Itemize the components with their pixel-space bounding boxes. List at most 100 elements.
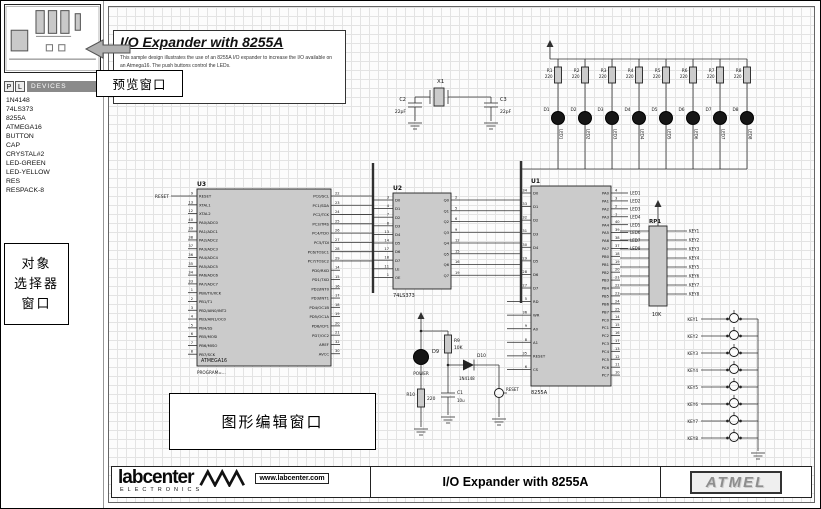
svg-text:LE: LE — [395, 266, 400, 271]
svg-text:4: 4 — [387, 204, 390, 208]
svg-text:27: 27 — [335, 238, 340, 242]
svg-text:Q4: Q4 — [444, 241, 450, 246]
svg-text:PC1/SDA: PC1/SDA — [312, 203, 329, 208]
svg-text:19: 19 — [335, 312, 340, 316]
pick-device-button[interactable]: P — [4, 81, 14, 92]
svg-text:RESET: RESET — [199, 194, 212, 199]
svg-text:PB0/T0/XCK: PB0/T0/XCK — [199, 290, 222, 295]
svg-text:9: 9 — [525, 324, 528, 328]
callout-arrow-icon — [84, 39, 131, 59]
svg-text:D8: D8 — [732, 107, 738, 113]
svg-text:PC1: PC1 — [602, 325, 610, 330]
svg-text:1: 1 — [387, 273, 389, 277]
svg-text:10u: 10u — [457, 398, 465, 403]
device-list-item[interactable]: RES — [6, 178, 20, 185]
svg-text:3: 3 — [615, 196, 617, 200]
library-button[interactable]: L — [15, 81, 25, 92]
svg-text:LED2: LED2 — [630, 199, 641, 204]
svg-text:PC2: PC2 — [602, 333, 610, 338]
svg-text:XTAL2: XTAL2 — [199, 211, 211, 216]
svg-text:PD7/OC2: PD7/OC2 — [312, 333, 330, 338]
svg-text:2: 2 — [455, 196, 457, 200]
svg-text:D6: D6 — [533, 272, 539, 277]
svg-text:OE: OE — [395, 275, 401, 280]
svg-text:PC3: PC3 — [602, 341, 610, 346]
svg-text:RESET: RESET — [155, 194, 169, 200]
svg-text:D1: D1 — [543, 107, 549, 113]
svg-text:PB6/MISO: PB6/MISO — [199, 343, 217, 348]
labcenter-logo: labcenter — [118, 467, 194, 488]
svg-text:2: 2 — [615, 204, 617, 208]
svg-text:220: 220 — [626, 74, 634, 79]
svg-text:AREF: AREF — [319, 342, 329, 347]
svg-text:RESET: RESET — [506, 387, 519, 392]
svg-text:6: 6 — [525, 365, 528, 369]
svg-text:8: 8 — [387, 221, 390, 225]
svg-text:19: 19 — [615, 260, 620, 264]
svg-text:LED6: LED6 — [630, 230, 641, 235]
svg-text:KEY2: KEY2 — [687, 334, 698, 339]
svg-text:X1: X1 — [437, 79, 444, 85]
device-list-item[interactable]: CAP — [6, 142, 20, 149]
svg-text:36: 36 — [188, 253, 193, 257]
svg-text:220: 220 — [599, 74, 607, 79]
svg-text:12: 12 — [455, 239, 460, 243]
svg-text:D1: D1 — [533, 204, 539, 209]
svg-text:D4: D4 — [624, 107, 630, 113]
svg-text:37: 37 — [188, 244, 193, 248]
svg-text:KEY1: KEY1 — [687, 317, 698, 322]
svg-text:30: 30 — [522, 243, 527, 247]
svg-text:ATMEGA16: ATMEGA16 — [201, 358, 227, 364]
svg-text:RP1: RP1 — [649, 219, 661, 225]
device-list-item[interactable]: ATMEGA16 — [6, 124, 42, 131]
svg-text:R5: R5 — [655, 68, 661, 74]
svg-text:D7: D7 — [533, 286, 539, 291]
svg-text:PB0: PB0 — [602, 254, 610, 259]
svg-text:PB3/AIN1/OC0: PB3/AIN1/OC0 — [199, 317, 226, 322]
svg-text:15: 15 — [455, 249, 460, 253]
labcenter-electronics-label: ELECTRONICS — [120, 487, 204, 493]
svg-text:33: 33 — [188, 279, 193, 283]
preview-window[interactable] — [4, 4, 101, 73]
svg-text:PB3: PB3 — [602, 278, 610, 283]
device-list-item[interactable]: LED-YELLOW — [6, 169, 50, 176]
svg-text:PA7: PA7 — [602, 246, 610, 251]
device-list-item[interactable]: BUTTON — [6, 133, 34, 140]
svg-text:35: 35 — [188, 262, 193, 266]
device-list-item[interactable]: LED-GREEN — [6, 160, 46, 167]
device-list-item[interactable]: 74LS373 — [6, 106, 34, 113]
svg-text:C1: C1 — [457, 390, 463, 396]
svg-text:1: 1 — [191, 288, 193, 292]
svg-text:D0: D0 — [533, 191, 539, 196]
device-list-item[interactable]: 8255A — [6, 115, 26, 122]
svg-text:D7: D7 — [705, 107, 711, 113]
object-selector-callout: 对象 选择器 窗口 — [4, 243, 69, 325]
svg-text:16: 16 — [455, 260, 460, 264]
svg-text:3: 3 — [191, 306, 193, 310]
svg-text:39: 39 — [188, 227, 193, 231]
svg-text:PC6: PC6 — [602, 365, 610, 370]
titleblock-brand-cell: ATMEL — [661, 467, 811, 497]
device-list-item[interactable]: 1N4148 — [6, 97, 30, 104]
atmel-logo: ATMEL — [689, 470, 783, 494]
svg-text:R8: R8 — [736, 68, 742, 74]
svg-text:21: 21 — [615, 276, 620, 280]
svg-text:D2: D2 — [570, 107, 576, 113]
svg-text:D4: D4 — [533, 245, 539, 250]
svg-text:9: 9 — [455, 228, 458, 232]
svg-text:220: 220 — [680, 74, 688, 79]
svg-text:26: 26 — [335, 229, 340, 233]
svg-text:D2: D2 — [395, 215, 401, 220]
svg-text:18: 18 — [384, 256, 389, 260]
svg-text:AVCC: AVCC — [319, 351, 330, 356]
svg-text:KEY4: KEY4 — [687, 368, 698, 373]
svg-text:PA2: PA2 — [602, 206, 610, 211]
svg-text:C2: C2 — [399, 97, 406, 103]
svg-text:R4: R4 — [628, 68, 634, 74]
svg-text:KEY5: KEY5 — [689, 265, 700, 270]
svg-text:Q1: Q1 — [444, 208, 450, 213]
device-list-item[interactable]: RESPACK-8 — [6, 187, 45, 194]
device-list-item[interactable]: CRYSTAL#2 — [6, 151, 45, 158]
svg-text:LED4: LED4 — [640, 129, 645, 140]
